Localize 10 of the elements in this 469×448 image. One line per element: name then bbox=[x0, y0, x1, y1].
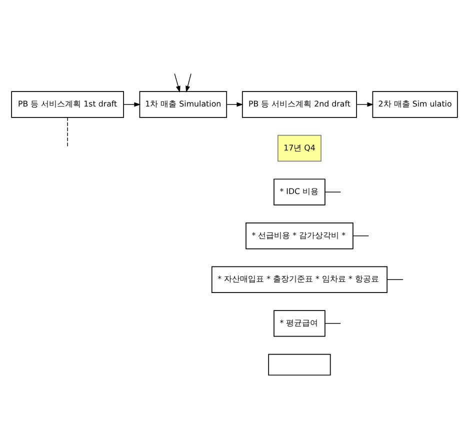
connector bbox=[386, 279, 404, 280]
arrow bbox=[356, 102, 374, 107]
node-box bbox=[268, 354, 331, 376]
connector bbox=[324, 323, 341, 324]
arrow bbox=[226, 102, 244, 107]
arrow bbox=[123, 102, 141, 107]
connector bbox=[67, 117, 68, 148]
arrow bbox=[186, 73, 192, 92]
arrow bbox=[174, 73, 180, 92]
connector bbox=[352, 235, 369, 236]
